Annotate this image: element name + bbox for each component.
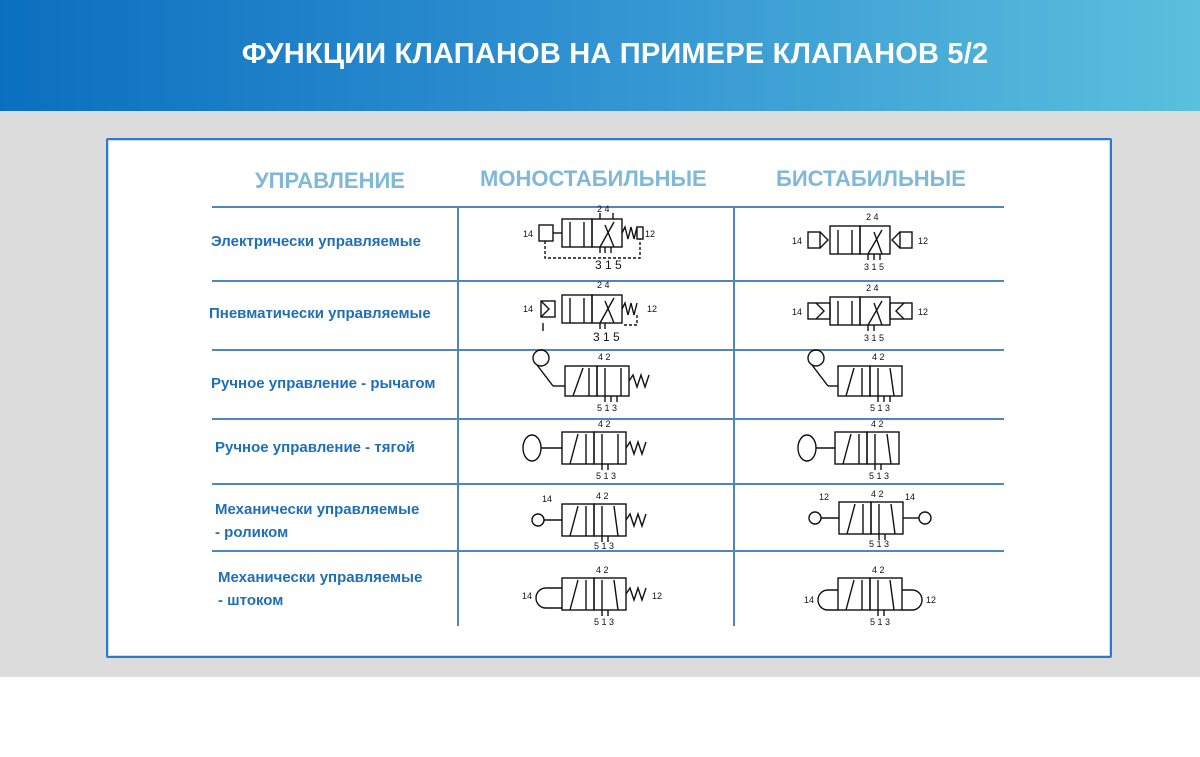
grid-line: [212, 418, 1004, 420]
svg-text:14: 14: [522, 591, 532, 601]
valve-symbol-roller-mono: 14 4 2 5 1 3: [531, 491, 647, 551]
grid-line: [212, 349, 1004, 351]
svg-text:4 2: 4 2: [871, 489, 884, 499]
svg-text:4 2: 4 2: [872, 565, 885, 575]
svg-text:12: 12: [926, 595, 936, 605]
grid-line: [212, 206, 1004, 208]
svg-text:5 1 3: 5 1 3: [597, 403, 617, 413]
svg-text:5 1 3: 5 1 3: [594, 617, 614, 627]
row-label-pull: Ручное управление - тягой: [215, 439, 415, 456]
svg-text:12: 12: [652, 591, 662, 601]
svg-text:14: 14: [542, 494, 552, 504]
svg-text:2 4: 2 4: [597, 204, 610, 214]
row-label-pneumatic: Пневматически управляемые: [209, 305, 431, 322]
svg-text:4 2: 4 2: [598, 352, 611, 362]
valve-symbol-pneumatic-bi: 14 12 2 4 3 1 5: [792, 283, 928, 343]
svg-text:2 4: 2 4: [866, 283, 879, 293]
row-label-electric: Электрически управляемые: [211, 233, 421, 250]
valve-symbol-stem-mono: 14 12 4 2 5 1 3: [522, 565, 662, 627]
svg-text:5 1 3: 5 1 3: [596, 471, 616, 481]
svg-text:3 1 5: 3 1 5: [864, 262, 884, 272]
svg-text:4 2: 4 2: [872, 352, 885, 362]
svg-text:2 4: 2 4: [597, 280, 610, 290]
valve-symbol-pull-mono: 4 2 5 1 3: [522, 419, 647, 481]
valve-symbol-pull-bi: 4 2 5 1 3: [797, 419, 900, 481]
svg-text:12: 12: [819, 492, 829, 502]
grid-divider: [457, 206, 459, 626]
svg-text:12: 12: [647, 304, 657, 314]
svg-text:3 1 5: 3 1 5: [593, 330, 620, 344]
svg-text:5 1 3: 5 1 3: [594, 541, 614, 551]
svg-text:5 1 3: 5 1 3: [869, 539, 889, 549]
column-header-bi: БИСТАБИЛЬНЫЕ: [776, 166, 966, 191]
valve-symbol-stem-bi: 14 12 4 2 5 1 3: [804, 565, 936, 627]
svg-text:4 2: 4 2: [596, 491, 609, 501]
svg-text:3 1 5: 3 1 5: [864, 333, 884, 343]
grid-line: [212, 550, 1004, 552]
svg-text:14: 14: [792, 236, 802, 246]
grid-line: [212, 280, 1004, 282]
valve-symbol-lever-bi: 4 2 5 1 3: [807, 349, 903, 413]
svg-text:12: 12: [918, 236, 928, 246]
valve-symbol-lever-mono: 4 2 5 1 3: [532, 349, 650, 413]
svg-text:12: 12: [918, 307, 928, 317]
row-label-roller: Механически управляемые- роликом: [215, 501, 420, 541]
grid-divider: [733, 206, 735, 626]
svg-text:3 1 5: 3 1 5: [595, 258, 622, 272]
svg-text:4 2: 4 2: [871, 419, 884, 429]
svg-text:14: 14: [804, 595, 814, 605]
svg-text:14: 14: [523, 229, 533, 239]
column-header-mono: МОНОСТАБИЛЬНЫЕ: [480, 166, 707, 191]
svg-text:5 1 3: 5 1 3: [870, 403, 890, 413]
svg-text:14: 14: [792, 307, 802, 317]
column-header-control: УПРАВЛЕНИЕ: [255, 168, 405, 193]
svg-text:12: 12: [645, 229, 655, 239]
svg-text:4 2: 4 2: [596, 565, 609, 575]
svg-text:4 2: 4 2: [598, 419, 611, 429]
valve-symbol-electric-mono: 14 12 2 4 3 1 5: [523, 204, 655, 272]
row-label-lever: Ручное управление - рычагом: [211, 375, 436, 392]
row-label-stem: Механически управляемые- штоком: [218, 569, 423, 609]
svg-text:5 1 3: 5 1 3: [870, 617, 890, 627]
valve-symbol-roller-bi: 12 14 4 2 5 1 3: [808, 489, 932, 549]
svg-text:5 1 3: 5 1 3: [869, 471, 889, 481]
svg-text:2 4: 2 4: [866, 212, 879, 222]
header-banner: ФУНКЦИИ КЛАПАНОВ НА ПРИМЕРЕ КЛАПАНОВ 5/2: [0, 0, 1200, 111]
valve-symbol-pneumatic-mono: 14 12 2 4 3 1 5: [523, 280, 657, 344]
valve-symbol-electric-bi: 14 12 2 4 3 1 5: [792, 212, 928, 272]
svg-text:14: 14: [905, 492, 915, 502]
content-panel: [106, 138, 1112, 658]
svg-text:14: 14: [523, 304, 533, 314]
grid-line: [212, 483, 1004, 485]
page-title: ФУНКЦИИ КЛАПАНОВ НА ПРИМЕРЕ КЛАПАНОВ 5/2: [241, 38, 989, 70]
